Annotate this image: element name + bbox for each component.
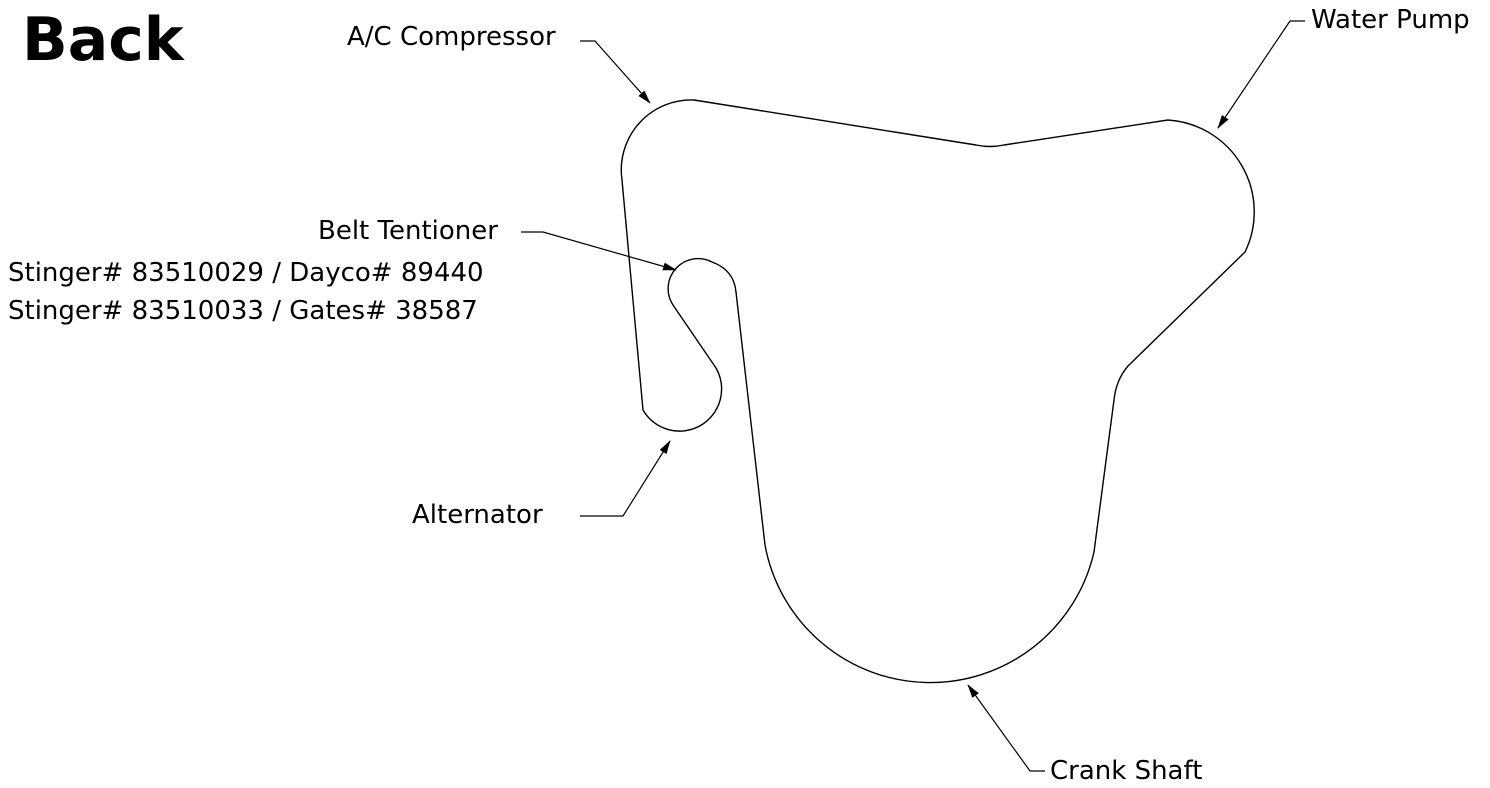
label-ac-compressor: A/C Compressor (347, 22, 556, 52)
diagram-title: Back (22, 5, 184, 75)
part-number-line-2: Stinger# 83510033 / Gates# 38587 (8, 296, 478, 326)
serpentine-belt (620, 99, 1255, 684)
leader-alternator (580, 440, 671, 517)
leader-water-pump (1217, 20, 1305, 129)
label-alternator: Alternator (412, 500, 543, 530)
label-crank-shaft: Crank Shaft (1050, 756, 1203, 786)
label-water-pump: Water Pump (1311, 5, 1470, 35)
leader-ac-compressor (580, 40, 651, 104)
leader-belt-tensioner (521, 231, 677, 271)
leader-crank-shaft (967, 684, 1045, 772)
label-belt-tensioner: Belt Tentioner (318, 216, 498, 246)
part-number-line-1: Stinger# 83510029 / Dayco# 89440 (8, 258, 484, 288)
